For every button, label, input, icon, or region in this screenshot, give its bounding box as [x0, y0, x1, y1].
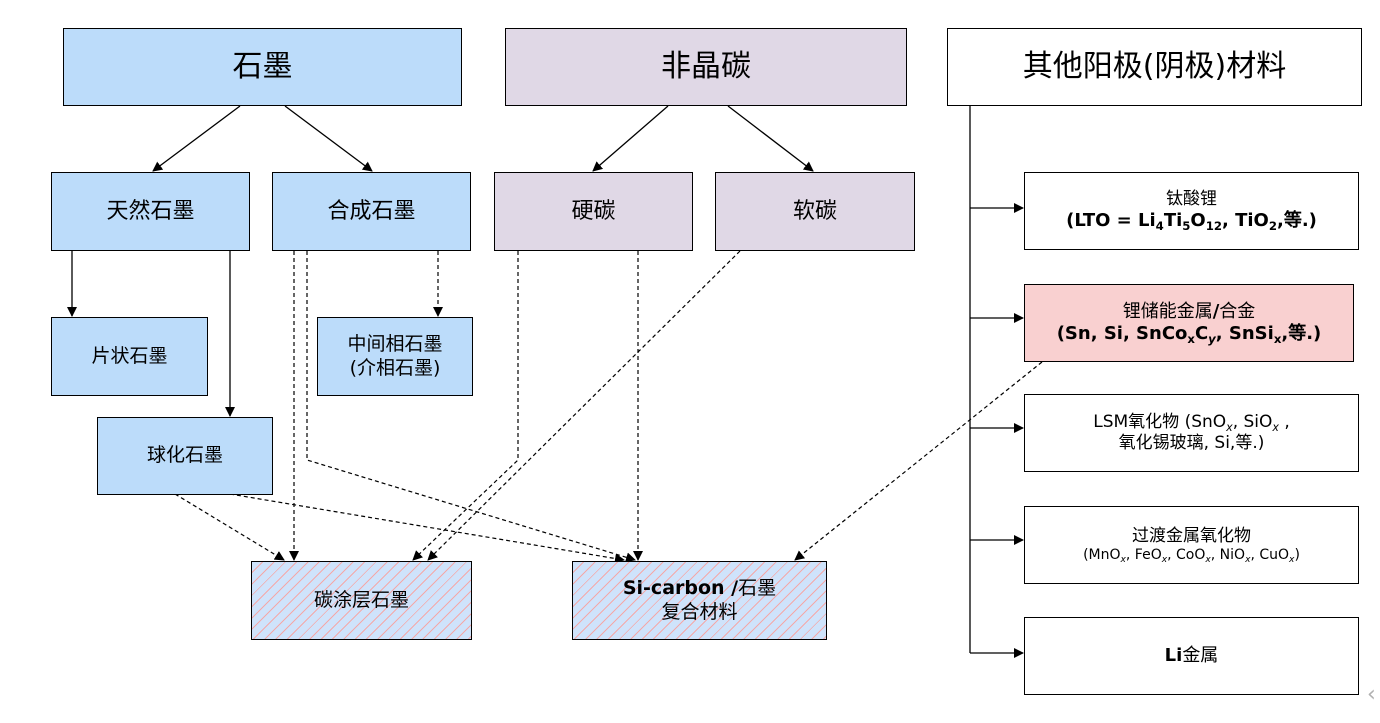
transition-close: ): [1294, 546, 1300, 563]
mesophase-graphite-box: 中间相石墨 (介相石墨): [317, 317, 473, 396]
hard-carbon-box: 硬碳: [494, 172, 693, 251]
li-metal-rest: 金属: [1182, 644, 1219, 666]
alloy-slash: /: [1212, 300, 1220, 322]
lto-etc: ,等.): [1276, 210, 1317, 232]
transition-sub-x-cu: x: [1289, 555, 1295, 566]
si-carbon-line1: Si-carbon /石墨: [623, 577, 776, 601]
alloy-line1b: 合金: [1219, 300, 1256, 322]
si-carbon-line2: 复合材料: [661, 600, 738, 623]
graphite-label: 石墨: [232, 49, 293, 85]
soft-carbon-box: 软碳: [715, 172, 915, 251]
li-metal-bold: Li: [1164, 644, 1183, 666]
transition-ni: , NiO: [1210, 546, 1246, 563]
alloy-c: C: [1194, 323, 1209, 344]
lto-sub2: 2: [1268, 219, 1277, 234]
natural-graphite-box: 天然石墨: [51, 172, 250, 251]
lto-box: 钛酸锂 (LTO = Li4Ti5O12, TiO2,等.): [1024, 172, 1359, 250]
natural-graphite-label: 天然石墨: [106, 198, 195, 224]
synthetic-graphite-box: 合成石墨: [272, 172, 471, 251]
amorphous-carbon-box: 非晶碳: [505, 28, 907, 106]
alloy-sub-x1: x: [1187, 332, 1195, 347]
dash-alloy-to-sicarbon: [794, 361, 1043, 561]
transition-line1: 过渡金属氧化物: [1132, 525, 1251, 546]
transition-sub-x-co: x: [1205, 555, 1211, 566]
lsm-sub-x2: x: [1272, 420, 1279, 434]
other-materials-box: 其他阳极(阴极)材料: [947, 28, 1362, 106]
alloy-formula: (Sn, Si, SnCoxCy, SnSix,等.): [1057, 323, 1322, 346]
flake-graphite-box: 片状石墨: [51, 317, 208, 396]
carbon-coated-graphite-label: 碳涂层石墨: [313, 588, 409, 611]
si-carbon-bold: Si-carbon /: [622, 576, 739, 599]
si-carbon-composite-box: Si-carbon /石墨 复合材料: [572, 561, 827, 640]
alloy-box: 锂储能金属/合金 (Sn, Si, SnCoxCy, SnSix,等.): [1024, 284, 1354, 362]
lsm-a: LSM氧化物 (SnO: [1093, 411, 1227, 432]
synthetic-graphite-label: 合成石墨: [327, 198, 416, 224]
mesophase-line2: (介相石墨): [349, 356, 441, 379]
lto-sub5: 5: [1182, 219, 1191, 234]
dash-spherical-to-coated: [174, 493, 285, 561]
transition-fe: , FeO: [1125, 546, 1162, 563]
transition-sub-x-ni: x: [1245, 555, 1251, 566]
lto-formula: (LTO = Li4Ti5O12, TiO2,等.): [1066, 210, 1317, 233]
li-metal-label: Li金属: [1165, 645, 1219, 668]
lto-tio: , TiO: [1221, 210, 1269, 232]
amorphous-carbon-label: 非晶碳: [661, 49, 751, 85]
transition-co: , CoO: [1167, 546, 1206, 563]
carbon-coated-graphite-box: 碳涂层石墨: [251, 561, 472, 640]
lsm-b: , SiO: [1232, 411, 1273, 432]
li-metal-box: Li金属: [1024, 617, 1359, 695]
mesophase-line1: 中间相石墨: [347, 332, 443, 355]
alloy-sub-x2: x: [1273, 332, 1282, 347]
graphite-box: 石墨: [63, 28, 462, 106]
lto-sub4: 4: [1155, 219, 1164, 234]
alloy-line1a: 锂储能金属: [1122, 300, 1213, 322]
lto-f1: (LTO = Li: [1066, 210, 1156, 232]
transition-cu: , CuO: [1250, 546, 1290, 563]
dash-hard-to-coated: [412, 251, 519, 561]
alloy-etc: ,等.): [1281, 323, 1322, 344]
transition-mn: (MnO: [1083, 546, 1121, 563]
arrow-amorphous-to-soft: [727, 105, 814, 172]
other-materials-label: 其他阳极(阴极)材料: [1022, 49, 1287, 85]
dash-spherical-to-sicarbon: [229, 493, 625, 564]
transition-sub-x-mn: x: [1120, 555, 1126, 566]
lto-ti: Ti: [1163, 210, 1183, 232]
spherical-graphite-box: 球化石墨: [97, 417, 273, 495]
lsm-c: ,: [1278, 411, 1290, 432]
arrow-graphite-to-synthetic: [284, 105, 373, 172]
lsm-line1: LSM氧化物 (SnOx, SiOx ,: [1093, 412, 1290, 433]
flake-graphite-label: 片状石墨: [91, 344, 168, 367]
arrow-graphite-to-natural: [152, 105, 241, 172]
alloy-sub-y: y: [1208, 332, 1216, 347]
soft-carbon-label: 软碳: [792, 198, 837, 224]
dash-synthetic-to-sicarbon: [306, 251, 636, 563]
lsm-oxide-box: LSM氧化物 (SnOx, SiOx , 氧化锡玻璃, Si,等.): [1024, 394, 1359, 472]
chevron-left-icon[interactable]: ‹: [1367, 682, 1376, 707]
alloy-p2: , SnSi: [1215, 323, 1274, 344]
lsm-line2: 氧化锡玻璃, Si,等.): [1118, 433, 1265, 453]
dash-soft-to-coated: [427, 250, 741, 561]
hard-carbon-label: 硬碳: [571, 198, 616, 224]
transition-sub-x-fe: x: [1161, 555, 1168, 566]
si-carbon-rest: 石墨: [738, 576, 777, 599]
lto-o: O: [1190, 210, 1206, 232]
alloy-line1: 锂储能金属/合金: [1123, 301, 1256, 324]
spherical-graphite-label: 球化石墨: [146, 444, 223, 467]
alloy-p1: (Sn, Si, SnCo: [1056, 323, 1188, 344]
lto-sub12: 12: [1205, 219, 1222, 234]
arrow-amorphous-to-hard: [592, 105, 669, 172]
transition-formula: (MnOx, FeOx, CoOx, NiOx, CuOx): [1083, 547, 1300, 565]
lsm-sub-x1: x: [1226, 420, 1233, 434]
transition-metal-oxide-box: 过渡金属氧化物 (MnOx, FeOx, CoOx, NiOx, CuOx): [1024, 506, 1359, 584]
lto-line1: 钛酸锂: [1166, 189, 1217, 210]
